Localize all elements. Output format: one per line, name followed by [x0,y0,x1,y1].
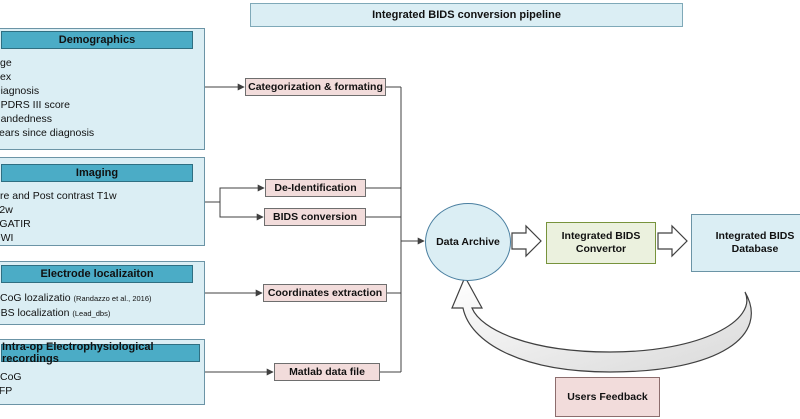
pipeline-title: Integrated BIDS conversion pipeline [250,3,683,27]
source-heading: Intra-op Electrophysiological recordings [1,341,200,365]
source-demographics: Demographics Age Sex Diagnosis UPDRS III… [0,28,205,150]
list-item: Years since diagnosis [0,127,95,139]
list-item: Pre and Post contrast T1w [0,190,117,202]
item-text: DBS localization [0,307,70,319]
process-bids-conversion: BIDS conversion [264,208,366,226]
list-item: Sex [0,71,12,83]
database-line-2: Database [731,243,779,255]
database-line-1: Integrated BIDS [715,230,795,242]
list-item: LFP [0,385,13,397]
item-citation: (Lead_dbs) [72,309,111,318]
list-item: ECoG lozalizatio (Randazzo et al., 2016) [0,292,152,304]
list-item: DWI [0,232,14,244]
process-matlab-data-file: Matlab data file [274,363,380,381]
list-item: FGATIR [0,218,31,230]
block-arrow-convertor-database [657,224,688,258]
source-heading: Imaging [1,164,193,182]
list-item: Age [0,57,12,69]
arrow-imaging-bids [219,202,264,221]
block-arrow-archive-convertor [511,224,542,258]
list-item: DBS localization (Lead_dbs) [0,307,110,319]
list-item: ECoG [0,371,22,383]
data-archive: Data Archive [425,203,511,281]
process-coordinates-extraction: Coordinates extraction [263,284,387,302]
feedback-curved-arrow [451,275,752,373]
list-item: Handedness [0,113,52,125]
arrow-imaging-split [205,187,263,203]
integrated-bids-database: Integrated BIDS Database [691,214,800,272]
item-citation-text: Lead_dbs [74,309,108,318]
source-heading: Demographics [1,31,193,49]
convertor-line-2: Convertor [575,243,627,255]
process-categorization: Categorization & formating [245,78,386,96]
users-feedback: Users Feedback [555,377,660,417]
process-de-identification: De-Identification [265,179,366,197]
item-text: ECoG lozalizatio [0,292,71,304]
item-citation: (Randazzo et al., 2016) [73,294,152,303]
source-intraop-recordings: Intra-op Electrophysiological recordings… [0,339,205,405]
source-heading: Electrode localizaiton [1,265,193,283]
integrated-bids-convertor: Integrated BIDS Convertor [546,222,656,264]
convertor-line-1: Integrated BIDS [561,230,641,242]
source-imaging: Imaging Pre and Post contrast T1w T2w FG… [0,157,205,246]
list-item: Diagnosis [0,85,40,97]
list-item: UPDRS III score [0,99,71,111]
list-item: T2w [0,204,13,216]
source-electrode-localization: Electrode localizaiton ECoG lozalizatio … [0,261,205,325]
